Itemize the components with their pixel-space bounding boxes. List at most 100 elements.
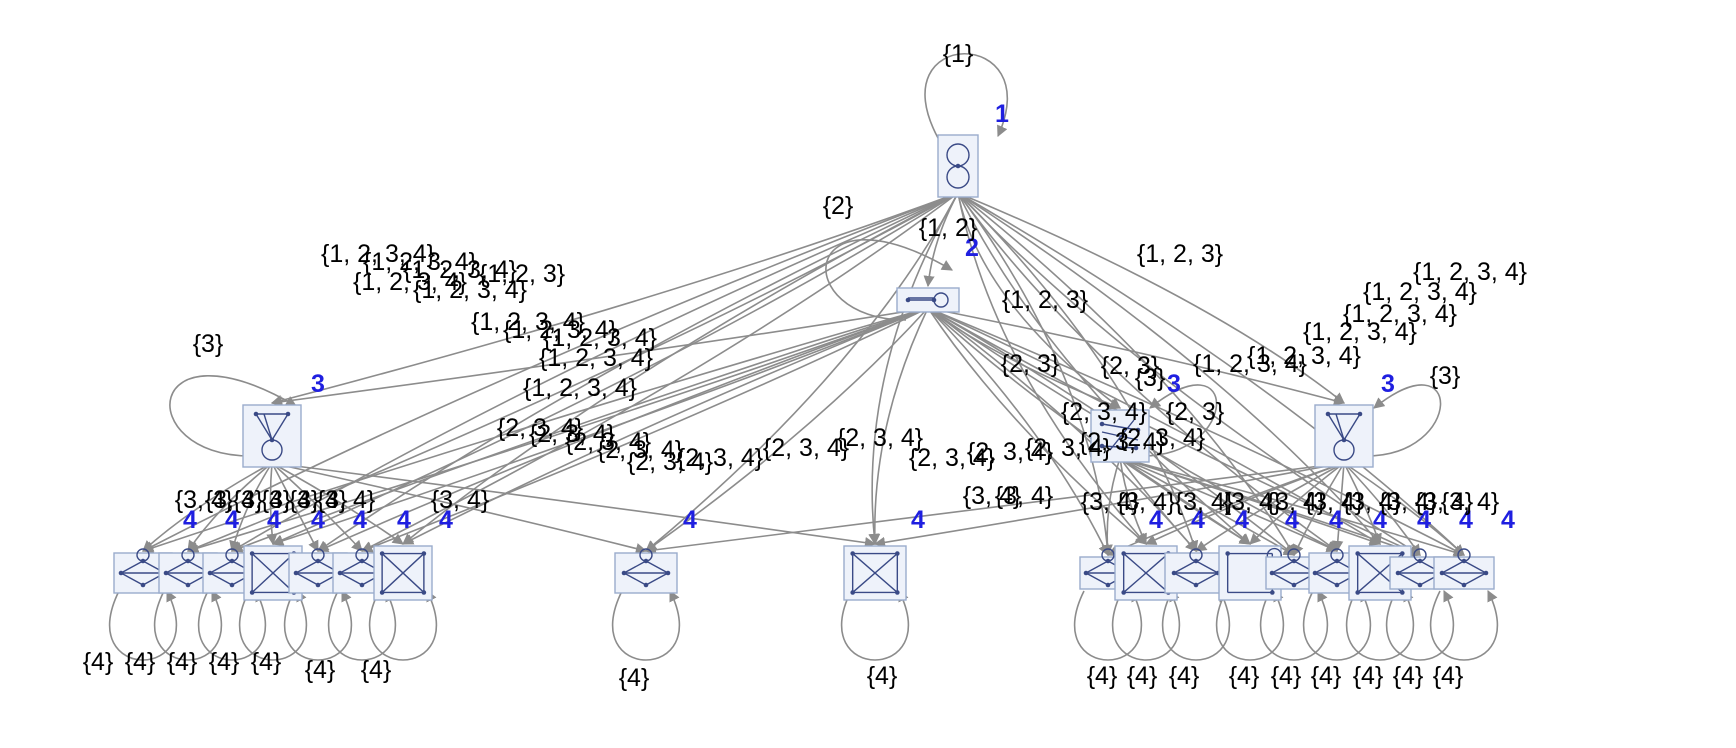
glyph-vertex	[1105, 558, 1111, 564]
edge-label: {2, 3, 4}	[1061, 398, 1147, 426]
edge-label: {3, 4}	[1175, 488, 1233, 516]
glyph-vertex	[293, 570, 299, 576]
level-label: 4	[683, 506, 697, 534]
state-node-rr9[interactable]	[1433, 548, 1495, 590]
glyph-edge	[255, 413, 273, 441]
level-label: 4	[267, 506, 281, 534]
edge-label: {2, 3, 4}	[1079, 428, 1165, 456]
edge-51	[266, 462, 278, 546]
state-node-rr3[interactable]	[1164, 548, 1228, 594]
glyph-edge	[1327, 413, 1345, 441]
state-node-c3[interactable]	[1314, 404, 1374, 468]
glyph-vertex	[850, 590, 855, 595]
glyph-vertex	[1334, 558, 1340, 564]
level-label: 4	[1235, 506, 1249, 534]
level-label: 4	[1149, 506, 1163, 534]
edge-label: {4}	[1127, 662, 1158, 690]
glyph-edge	[1109, 419, 1135, 451]
level-label: 4	[311, 506, 325, 534]
edge-83	[368, 589, 438, 661]
bar-loop-icon	[905, 292, 949, 308]
edge-15	[402, 192, 959, 545]
level-label: 4	[1459, 506, 1473, 534]
glyph-edge	[1271, 560, 1295, 574]
edge-label: {3}	[193, 330, 224, 358]
glyph-vertex	[140, 582, 146, 588]
state-node-r[interactable]	[937, 134, 979, 198]
edge-69	[1119, 457, 1147, 546]
edge-label: {3, 4}	[317, 486, 375, 514]
diamond-graph-icon	[1439, 548, 1489, 588]
edge-label: {1, 2, 3, 4}	[1193, 350, 1307, 378]
edge-76	[1119, 457, 1466, 558]
level-label: 4	[1191, 506, 1205, 534]
glyph-edge	[209, 560, 233, 574]
edge-67	[873, 462, 1345, 548]
glyph-edge	[623, 560, 647, 574]
edge-32	[230, 307, 929, 553]
edge-label: {3, 4}	[431, 486, 489, 514]
edge-89	[1215, 589, 1285, 661]
glyph-edge	[1173, 560, 1197, 574]
edge-38	[869, 307, 929, 546]
glyph-vertex	[643, 558, 649, 564]
state-node-a3[interactable]	[242, 404, 302, 468]
state-node-m[interactable]	[896, 287, 960, 313]
glyph-vertex	[665, 570, 671, 576]
edge-55	[271, 462, 648, 554]
edge-label: {3, 4}	[261, 486, 319, 514]
edge-87	[1111, 589, 1181, 661]
edge-93	[1385, 589, 1455, 661]
edge-46	[927, 307, 1422, 556]
glyph-vertex	[1083, 570, 1089, 576]
glyph-vertex	[379, 551, 385, 556]
glyph-vertex	[359, 558, 365, 564]
edge-61	[1293, 462, 1345, 557]
edge-label: {2, 3, 4}	[1025, 434, 1111, 462]
state-node-b3[interactable]	[1090, 409, 1150, 463]
glyph-edge	[1085, 572, 1109, 586]
glyph-vertex	[379, 590, 385, 595]
edge-26	[957, 192, 1465, 556]
glyph-edge	[1101, 423, 1139, 431]
edge-53	[271, 462, 363, 552]
glyph-edge	[1343, 413, 1361, 441]
glyph-vertex	[118, 570, 124, 576]
edge-78	[153, 589, 223, 661]
glyph-edge	[1441, 572, 1465, 586]
glyph-edge	[165, 560, 189, 574]
edge-24	[957, 192, 1381, 545]
glyph-edge	[1314, 560, 1338, 574]
state-node-l7[interactable]	[373, 545, 433, 601]
double-loop-icon	[946, 143, 970, 189]
glyph-vertex	[337, 570, 343, 576]
state-node-cr[interactable]	[843, 545, 907, 601]
edge-88	[1161, 589, 1231, 661]
glyph-edge	[1463, 560, 1487, 574]
edge-label: {3, 4}	[1415, 488, 1473, 516]
edge-label: {2, 3, 4}	[565, 428, 651, 456]
edge-label: {3, 4}	[1441, 488, 1499, 516]
glyph-vertex	[1099, 421, 1105, 427]
glyph-edge	[295, 560, 319, 574]
edge-label: {1, 2, 3, 4}	[321, 240, 435, 268]
glyph-edge	[339, 560, 363, 574]
glyph-vertex	[931, 297, 937, 303]
diamond-graph-icon	[207, 548, 257, 588]
edge-9	[142, 192, 959, 552]
glyph-edge	[165, 572, 189, 586]
edge-68	[1101, 457, 1121, 557]
state-node-cl[interactable]	[614, 548, 678, 594]
glyph-vertex	[1193, 582, 1199, 588]
edge-label: {2, 3, 4}	[627, 448, 713, 476]
edge-14	[360, 192, 959, 552]
glyph-vertex	[1400, 551, 1405, 556]
glyph-vertex	[1121, 590, 1126, 595]
edge-label: {1, 2, 3, 4}	[1363, 278, 1477, 306]
edge-3	[1365, 384, 1442, 457]
glyph-edge	[1397, 560, 1421, 574]
edge-label: {4}	[1229, 662, 1260, 690]
